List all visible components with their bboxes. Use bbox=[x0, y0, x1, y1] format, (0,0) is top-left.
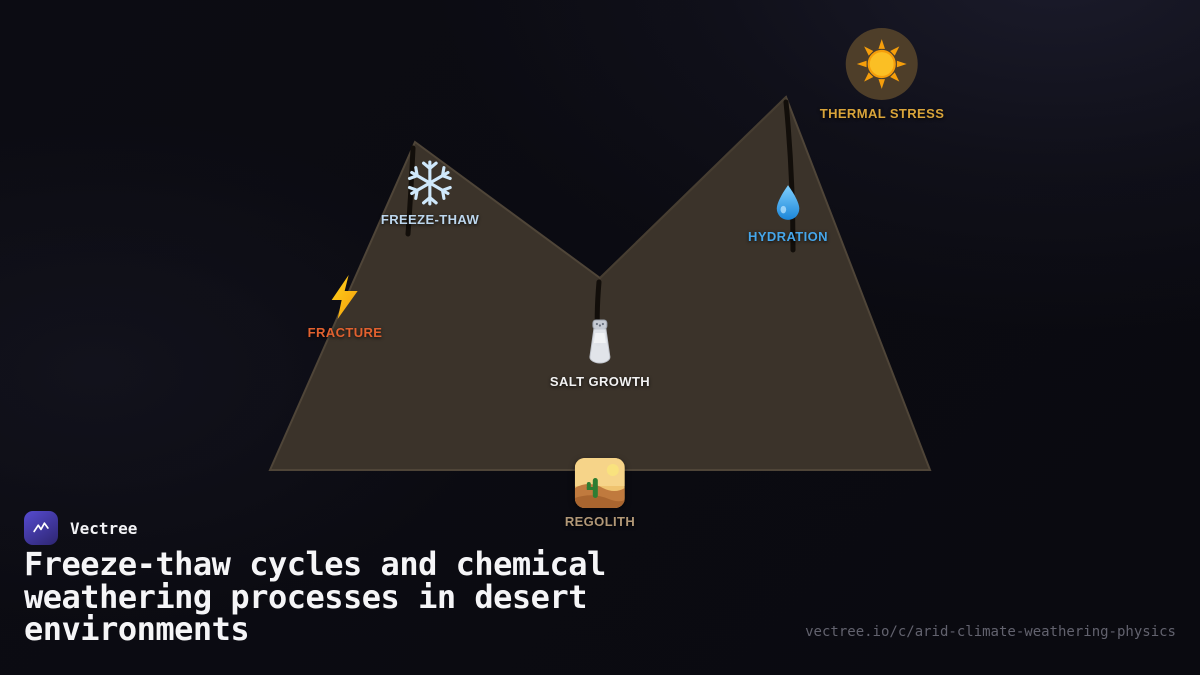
crack-right-peak bbox=[783, 99, 796, 253]
desert-icon bbox=[575, 458, 625, 508]
droplet-icon bbox=[776, 185, 800, 220]
brand-name: Vectree bbox=[70, 518, 138, 538]
lightning-icon bbox=[331, 275, 358, 319]
node-label: FRACTURE bbox=[307, 325, 383, 340]
node-label: HYDRATION bbox=[748, 229, 828, 244]
node-label: FREEZE-THAW bbox=[380, 212, 480, 227]
node-label: REGOLITH bbox=[564, 514, 636, 529]
crack-left-peak bbox=[405, 145, 416, 237]
brand: Vectree bbox=[24, 511, 137, 545]
snowflake-icon bbox=[408, 160, 452, 206]
salt-shaker-icon bbox=[589, 319, 611, 364]
vectree-logo-icon bbox=[24, 511, 58, 545]
node-salt-growth: SALT GROWTH bbox=[550, 318, 650, 389]
page-title: Freeze-thaw cycles and chemical weatheri… bbox=[24, 545, 606, 649]
sun-badge bbox=[845, 28, 918, 100]
node-freeze-thaw: FREEZE-THAW bbox=[381, 160, 479, 227]
node-label: SALT GROWTH bbox=[549, 374, 651, 389]
mountain-ridge-line bbox=[599, 96, 787, 279]
node-thermal-stress: THERMAL STRESS bbox=[820, 28, 945, 121]
node-hydration: HYDRATION bbox=[748, 183, 828, 244]
node-regolith: REGOLITH bbox=[565, 458, 635, 529]
node-label: THERMAL STRESS bbox=[819, 106, 945, 121]
share-url: vectree.io/c/arid-climate-weathering-phy… bbox=[805, 624, 1176, 640]
sun-icon bbox=[857, 39, 907, 89]
node-fracture: FRACTURE bbox=[308, 275, 383, 340]
